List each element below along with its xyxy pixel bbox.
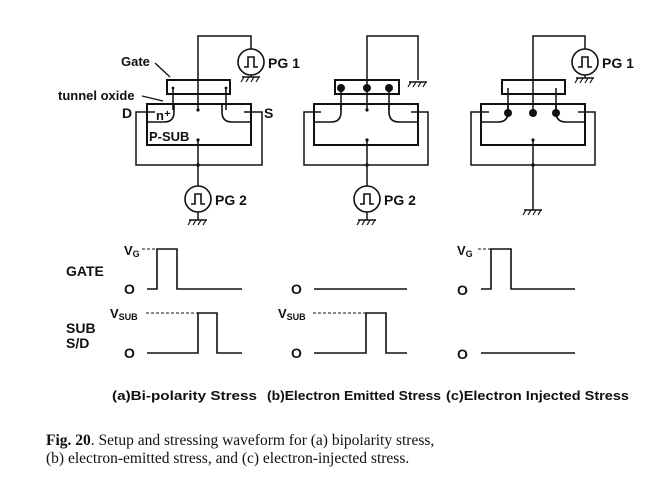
ground-icon (522, 209, 543, 216)
ground-icon (407, 81, 428, 88)
vsub-label-a: VSUB (110, 306, 138, 322)
source-label: S (264, 105, 273, 121)
gate-row-label: GATE (66, 263, 104, 279)
panel-b-title: (b)Electron Emitted Stress (267, 388, 441, 403)
panel-b-device (303, 35, 429, 220)
figure-caption: Fig. 20. Setup and stressing waveform fo… (46, 432, 646, 468)
waveform-row-labels: GATE SUB S/D (66, 263, 104, 351)
waveform-level-labels: VG O VSUB O O VSUB O VG O O (110, 243, 473, 362)
vsub-label-b: VSUB (278, 306, 306, 322)
vg-label-a: VG (124, 243, 140, 259)
caption-line1: . Setup and stressing waveform for (a) b… (90, 432, 435, 449)
vg-label-c: VG (457, 243, 473, 259)
gate-pointer (154, 62, 171, 78)
waveform-b-sub (314, 312, 407, 354)
pg2-pulse-generator-icon (353, 185, 381, 213)
n-plus-label: n⁺ (156, 108, 171, 123)
pg1-label: PG 1 (268, 55, 300, 71)
panel-c-title: (c)Electron Injected Stress (446, 388, 629, 403)
sub-row-label: SUB (66, 320, 96, 336)
zero-label: O (124, 281, 135, 297)
sd-row-label: S/D (66, 335, 89, 351)
panel-b-electrons (337, 84, 393, 167)
pg2-label: PG 2 (215, 192, 247, 208)
pg1-pulse-generator-icon (237, 48, 265, 76)
source-region (221, 104, 251, 123)
ground-icon (356, 219, 377, 226)
tunnel-oxide-pointer (141, 95, 164, 102)
drain-label: D (122, 105, 132, 121)
zero-label: O (124, 345, 135, 361)
panel-c-electrons (504, 109, 560, 167)
substrate (146, 103, 252, 146)
gate-wire (197, 35, 252, 94)
panel-a-title: (a)Bi-polarity Stress (112, 388, 257, 403)
pg2-pulse-generator-icon (184, 185, 212, 213)
zero-label: O (291, 281, 302, 297)
zero-label: O (457, 346, 468, 362)
gate-label: Gate (121, 54, 150, 69)
p-sub-label: P-SUB (149, 129, 189, 144)
figure-diagram: PG 1 PG 2 Gate tunnel oxide D S n⁺ P-SUB… (58, 35, 634, 403)
caption-line2: (b) electron-emitted stress, and (c) ele… (46, 450, 410, 467)
drain-region (147, 104, 175, 123)
pg2-label: PG 2 (384, 192, 416, 208)
panel-a-dots (171, 86, 228, 167)
waveform-a-gate (147, 248, 242, 290)
substrate (313, 103, 419, 146)
caption-label: Fig. 20 (46, 432, 91, 449)
pg1-pulse-generator-icon (571, 48, 599, 76)
ground-icon (574, 77, 595, 84)
waveform-a-sub (147, 312, 242, 354)
ground-icon (187, 219, 208, 226)
tunnel-oxide-label: tunnel oxide (58, 88, 135, 103)
waveform-c-gate (481, 248, 575, 290)
ground-icon (240, 76, 261, 83)
zero-label: O (291, 345, 302, 361)
zero-label: O (457, 282, 468, 298)
pg1-label: PG 1 (602, 55, 634, 71)
